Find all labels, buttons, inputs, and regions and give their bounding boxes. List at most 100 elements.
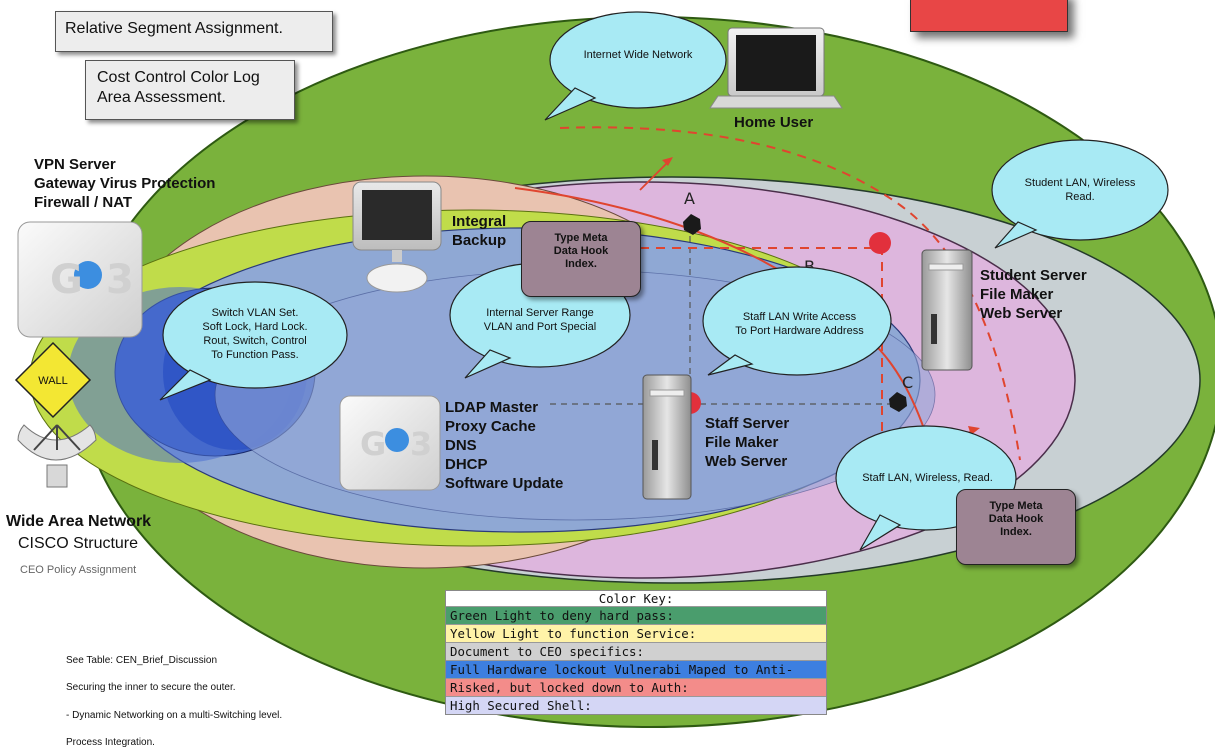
wan-title: Wide Area Network (6, 513, 152, 530)
bubble-staff-write (702, 266, 892, 376)
color-key-label-blue: Full Hardware lockout Vulnerabi Maped to… (450, 662, 794, 677)
segment-assignment-text: Relative Segment Assignment. (65, 20, 283, 37)
color-key-row-yellow: Yellow Light to function Service: (446, 624, 826, 642)
cost-control-box: Cost Control Color Log Area Assessment. (85, 60, 295, 120)
svg-text:G: G (50, 257, 83, 303)
bubble-switch (159, 281, 348, 401)
g3-server-gateway-icon: G 3 (17, 221, 143, 338)
integral-line2: Backup (452, 232, 507, 249)
vpn-line3: Firewall / NAT (34, 194, 133, 211)
color-key-header: Color Key: (598, 591, 674, 606)
color-key-row-lavender: High Secured Shell: (446, 696, 826, 714)
laptop-icon (709, 27, 843, 109)
staff-server-label: Staff Server File Maker Web Server (705, 414, 789, 471)
meta-bottom-line3: Index. (1000, 526, 1032, 538)
meta-bottom-line2: Data Hook (988, 513, 1044, 525)
switch-line3: Rout, Switch, Control (203, 335, 307, 347)
switch-bubble-text: Switch VLAN Set. Soft Lock, Hard Lock. R… (170, 306, 340, 362)
color-key-table: Color Key: Green Light to deny hard pass… (445, 590, 827, 715)
red-arrow-up (639, 159, 671, 191)
bubble-internet (544, 11, 727, 121)
ceo-policy-label: CEO Policy Assignment (20, 564, 137, 576)
meta-top-line3: Index. (565, 258, 597, 270)
staff-line1: Staff Server (705, 415, 790, 432)
switch-line1: Switch VLAN Set. (211, 307, 299, 319)
color-key-label-green: Green Light to deny hard pass: (450, 608, 674, 623)
bubble-student-lan (991, 139, 1169, 249)
staff-server-tower-icon (642, 374, 692, 500)
staff-line3: Web Server (705, 453, 788, 470)
internal-line2: VLAN and Port Special (483, 321, 597, 333)
student-line2: File Maker (980, 286, 1054, 303)
svg-text:G: G (360, 425, 386, 463)
red-node-top (869, 232, 891, 254)
student-server-label: Student Server File Maker Web Server (980, 266, 1087, 323)
internal-bubble-text: Internal Server Range VLAN and Port Spec… (460, 306, 620, 334)
student-server-tower-icon (921, 249, 973, 371)
node-a (683, 214, 701, 235)
meta-top-line1: Type Meta (554, 232, 608, 244)
color-key-label-red: Risked, but locked down to Auth: (450, 680, 689, 695)
student-line3: Web Server (980, 305, 1063, 322)
student-lan-line1: Student LAN, Wireless (1024, 177, 1136, 189)
vpn-line2: Gateway Virus Protection (34, 175, 216, 192)
cost-control-line1: Cost Control Color Log (97, 69, 260, 86)
staff-write-line2: To Port Hardware Address (735, 325, 864, 337)
note-table-ref: See Table: CEN_Brief_Discussion (66, 655, 218, 666)
point-a-label: A (684, 189, 695, 208)
point-b-label: B (804, 257, 815, 276)
meta-bottom-line1: Type Meta (989, 500, 1043, 512)
ldap-line3: DNS (445, 437, 477, 454)
vpn-server-label: VPN Server Gateway Virus Protection Fire… (34, 155, 215, 212)
ldap-line4: DHCP (445, 456, 488, 473)
meta-top-line2: Data Hook (553, 245, 609, 257)
red-dashed-arc (559, 126, 1021, 461)
color-key-row-green: Green Light to deny hard pass: (446, 606, 826, 624)
color-key-row-grey: Document to CEO specifics: (446, 642, 826, 660)
ldap-line1: LDAP Master (445, 399, 539, 416)
red-arrowhead-up (662, 157, 673, 166)
integral-line1: Integral (452, 213, 507, 230)
color-key-label-lavender: High Secured Shell: (450, 698, 592, 713)
ldap-line2: Proxy Cache (445, 418, 536, 435)
home-user-label: Home User (734, 114, 814, 131)
vpn-line1: VPN Server (34, 156, 116, 173)
note-process: Process Integration. (66, 737, 155, 748)
point-c-label: C (902, 373, 913, 392)
meta-box-top: Type Meta Data Hook Index. (521, 221, 641, 297)
ldap-line5: Software Update (445, 475, 564, 492)
color-key-label-grey: Document to CEO specifics: (450, 644, 644, 659)
switch-line4: To Function Pass. (211, 349, 299, 361)
imac-icon (352, 181, 442, 293)
color-key-label-yellow: Yellow Light to function Service: (450, 626, 697, 641)
note-securing: Securing the inner to secure the outer. (66, 682, 236, 693)
wall-sign-icon (14, 341, 92, 419)
color-key-row-blue: Full Hardware lockout Vulnerabi Maped to… (446, 660, 826, 678)
switch-line2: Soft Lock, Hard Lock. (202, 321, 308, 333)
segment-assignment-box: Relative Segment Assignment. (55, 11, 333, 52)
color-key-row-red: Risked, but locked down to Auth: (446, 678, 826, 696)
staff-read-bubble-text: Staff LAN, Wireless, Read. (862, 472, 993, 484)
student-lan-bubble-text: Student LAN, Wireless Read. (1005, 176, 1155, 204)
meta-box-bottom: Type Meta Data Hook Index. (956, 489, 1076, 565)
g3-server-ldap-icon: G 3 (339, 395, 441, 491)
note-dynamic: - Dynamic Networking on a multi-Switchin… (66, 710, 283, 721)
integral-backup-label: Integral Backup (452, 212, 506, 250)
node-c (889, 392, 907, 412)
staff-line2: File Maker (705, 434, 779, 451)
wall-label: WALL (38, 375, 68, 387)
red-alert-box (910, 0, 1068, 32)
wan-subtitle: CISCO Structure (18, 535, 139, 552)
ldap-master-label: LDAP Master Proxy Cache DNS DHCP Softwar… (445, 398, 563, 493)
internal-line1: Internal Server Range (486, 307, 594, 319)
svg-text:3: 3 (410, 425, 432, 463)
staff-write-bubble-text: Staff LAN Write Access To Port Hardware … (712, 310, 887, 338)
svg-text:3: 3 (106, 257, 134, 303)
satellite-dish-icon (17, 424, 97, 488)
staff-write-line1: Staff LAN Write Access (742, 311, 857, 323)
student-line1: Student Server (980, 267, 1087, 284)
student-lan-line2: Read. (1065, 191, 1095, 203)
cost-control-line2: Area Assessment. (97, 89, 226, 106)
